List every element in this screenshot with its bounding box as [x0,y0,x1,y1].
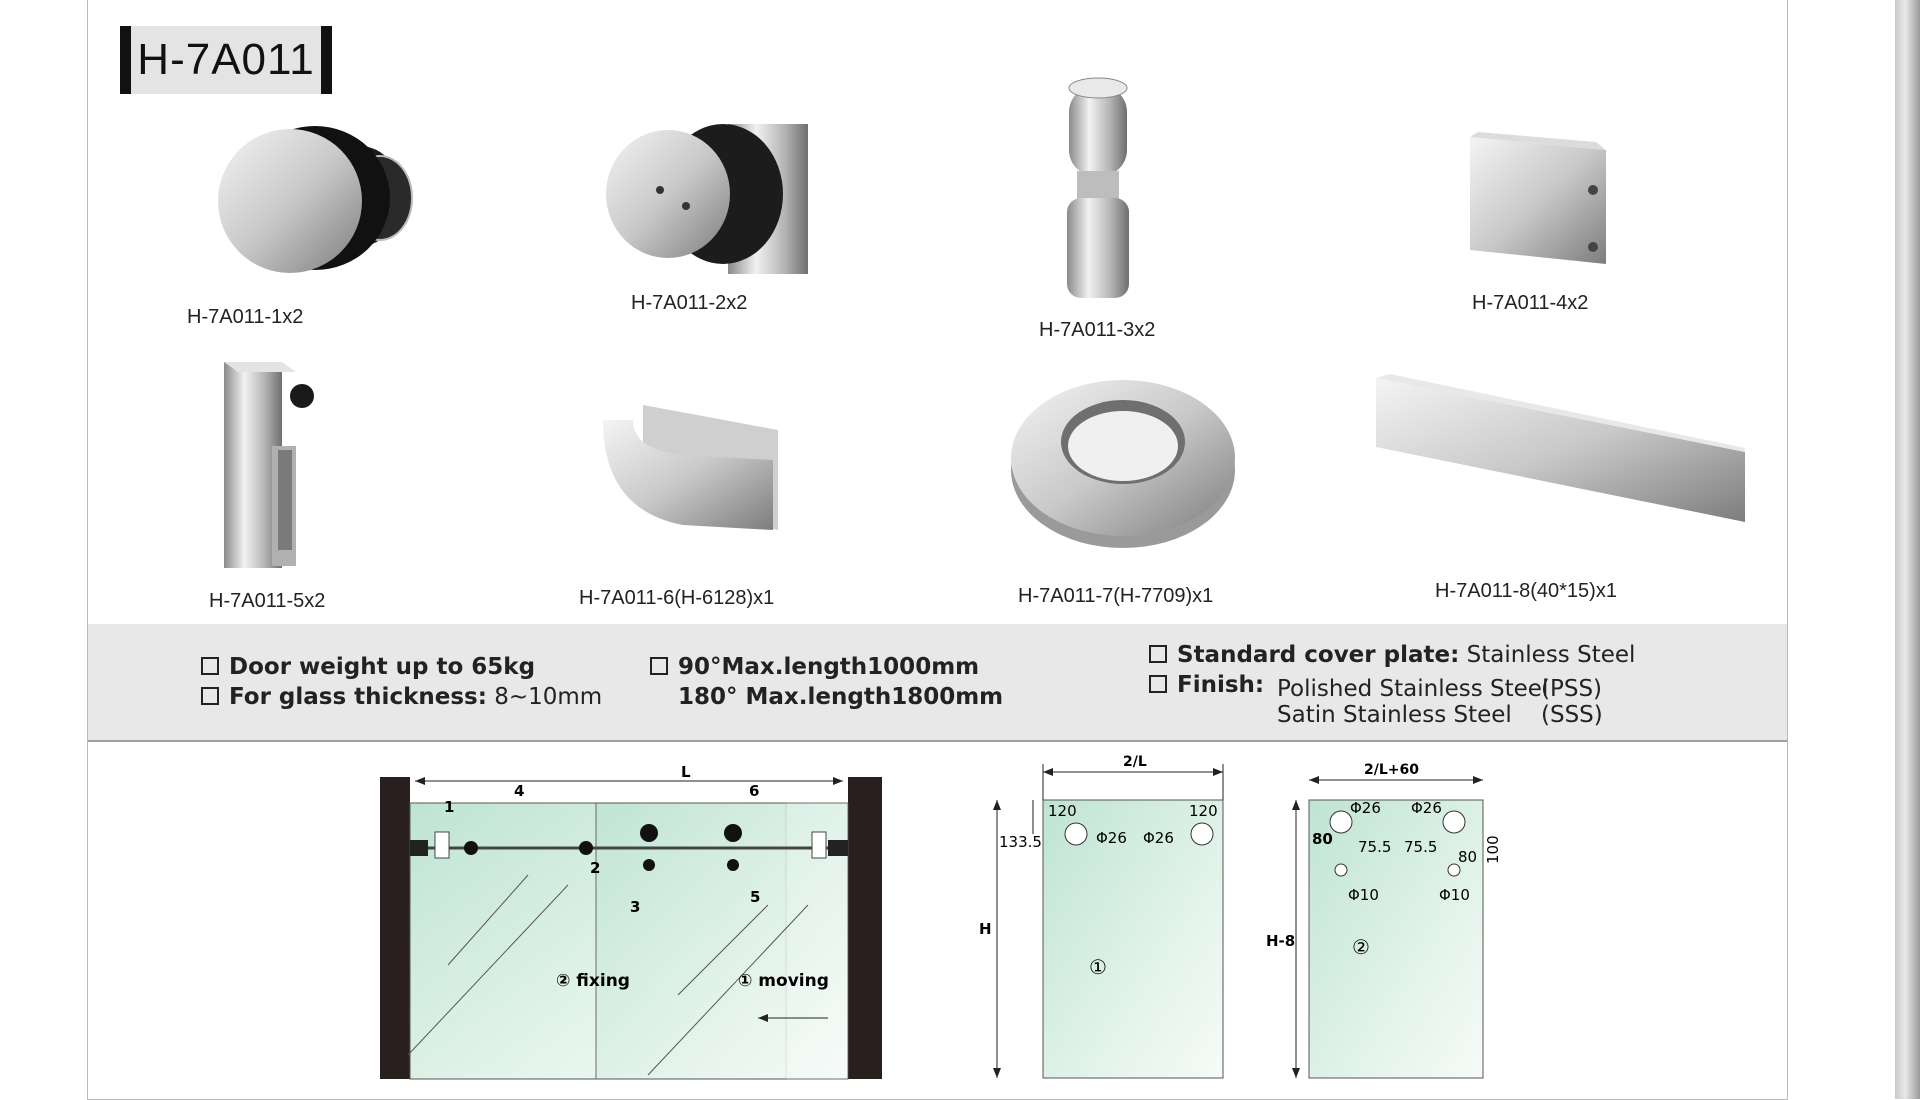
spec-finish: Finish: [1149,672,1264,698]
dimension-right-offset: 120 [1189,802,1218,820]
hole-right-diameter: Φ26 [1143,829,1174,847]
dimension-top-offset: 133.5 [999,833,1042,851]
spec-door-weight: Door weight up to 65kg [201,654,535,680]
spec-cover-plate: Standard cover plate: Stainless Steel [1149,642,1635,668]
product-code-8: H-7A011-8(40*15)x1 [1435,580,1617,602]
checkbox-icon [650,657,668,675]
product-image-5 [224,362,314,568]
checkbox-icon [201,687,219,705]
hole-1-diameter: Φ26 [1350,799,1381,817]
dimension-L: L [681,763,691,781]
small-hole-2-diameter: Φ10 [1439,886,1470,904]
callout-6: 6 [749,782,759,800]
finish-code-satin: (SSS) [1541,702,1603,728]
product-code-2: H-7A011-2x2 [631,292,748,314]
dimension-vertical-2: 75.5 [1404,838,1437,856]
dimension-left-offset: 120 [1048,802,1077,820]
product-code-3: H-7A011-3x2 [1039,319,1156,341]
callout-3: 3 [630,898,640,916]
dimension-width: 2/L+60 [1364,762,1419,778]
dimension-height: H-8 [1266,932,1295,950]
product-image-6 [603,405,778,530]
fixing-panel-drawing: 2/L+60 Φ26 Φ26 80 75.5 75.5 80 100 Φ10 Φ… [1266,762,1502,1079]
checkbox-icon [1149,645,1167,663]
spec-max-length-180: 180° Max.length1800mm [678,684,1004,710]
finish-code-polished: (PSS) [1541,676,1603,702]
product-series-title: H-7A011 [120,26,332,94]
checkbox-icon [1149,675,1167,693]
dimension-height: H [979,920,992,938]
adjacent-page-edge [1895,0,1920,1099]
dimension-width: 2/L [1123,754,1147,770]
product-image-1 [218,126,413,273]
catalog-sheet: H-7A011 H-7A011-1x2 H-7A011-2x2 H-7A011-… [87,0,1788,1100]
product-image-3 [1067,77,1129,298]
callout-4: 4 [514,782,524,800]
specifications-band: Door weight up to 65kg For glass thickne… [88,624,1787,742]
product-code-4: H-7A011-4x2 [1472,292,1589,314]
spec-max-length-90: 90°Max.length1000mm [650,654,979,680]
product-code-6: H-7A011-6(H-6128)x1 [579,587,775,609]
panel-number-2: ② [1352,935,1370,959]
product-image-8 [1376,374,1745,522]
product-code-5: H-7A011-5x2 [209,590,326,612]
spec-glass-thickness: For glass thickness: 8~10mm [201,684,602,710]
callout-2: 2 [590,859,600,877]
label-fixing-panel: ② fixing [556,971,630,991]
dimension-left-offset: 80 [1312,830,1333,848]
product-image-4 [1470,132,1606,264]
dimension-right-offset: 80 [1458,848,1477,866]
panel-number-1: ① [1089,955,1107,979]
installation-diagram: L 1 4 6 2 3 5 ② fixing ① moving [380,763,882,1080]
callout-5: 5 [750,888,760,906]
dimension-top: 100 [1484,835,1502,864]
dimension-vertical-1: 75.5 [1358,838,1391,856]
callout-1: 1 [444,798,454,816]
product-code-1: H-7A011-1x2 [187,306,304,328]
product-image-7 [1011,380,1235,548]
moving-panel-drawing: 2/L 120 120 133.5 Φ26 Φ26 H ① [979,754,1224,1079]
checkbox-icon [201,657,219,675]
product-code-7: H-7A011-7(H-7709)x1 [1018,585,1214,607]
finish-option-polished: Polished Stainless Steel [1277,676,1549,702]
finish-option-satin: Satin Stainless Steel [1277,702,1512,728]
label-moving-panel: ① moving [738,971,829,991]
product-image-2 [606,124,808,274]
hole-2-diameter: Φ26 [1411,799,1442,817]
hole-left-diameter: Φ26 [1096,829,1127,847]
small-hole-1-diameter: Φ10 [1348,886,1379,904]
